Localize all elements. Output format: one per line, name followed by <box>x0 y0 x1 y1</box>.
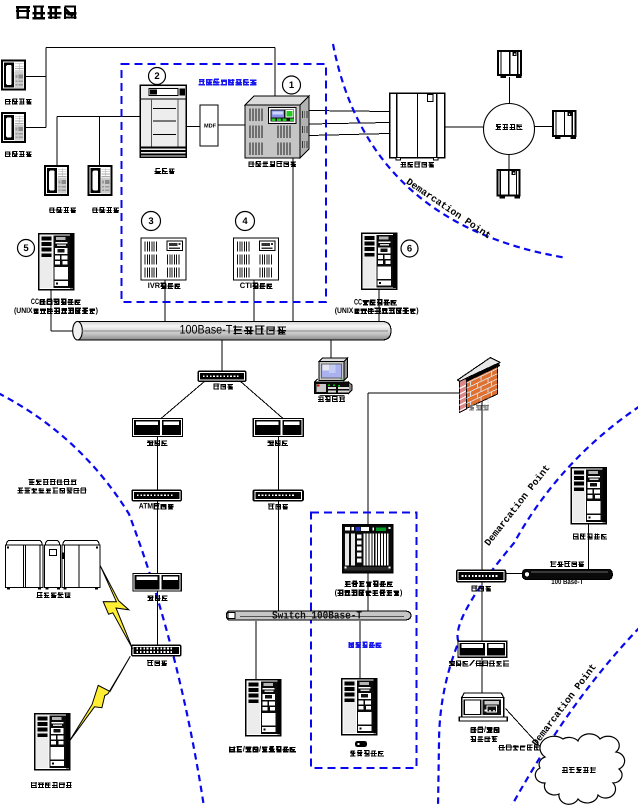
svg-text:MDF: MDF <box>204 124 217 130</box>
svg-text:/: / <box>469 659 478 668</box>
svg-text:IVR: IVR <box>148 281 161 290</box>
svg-text:4: 4 <box>242 216 248 227</box>
svg-text:(UNIX: (UNIX <box>335 306 354 315</box>
svg-text:CC: CC <box>31 297 39 306</box>
svg-text:): ) <box>400 588 403 597</box>
svg-text:CTI: CTI <box>240 281 252 290</box>
svg-text:ATM: ATM <box>139 502 153 511</box>
svg-text:): ) <box>416 306 419 315</box>
svg-text:(UNIX: (UNIX <box>14 306 33 315</box>
svg-text:2: 2 <box>154 71 159 82</box>
svg-text:CC: CC <box>354 298 362 307</box>
svg-text:/: / <box>243 745 246 754</box>
svg-text:3: 3 <box>148 216 153 227</box>
svg-text:(: ( <box>335 588 338 597</box>
svg-text:100 Base-T: 100 Base-T <box>551 578 584 586</box>
svg-text:): ) <box>96 306 99 315</box>
svg-text:5: 5 <box>23 243 29 254</box>
svg-text:6: 6 <box>407 244 412 255</box>
svg-text:100Base-T: 100Base-T <box>180 323 233 337</box>
svg-text:/: / <box>484 725 487 734</box>
svg-text:1: 1 <box>289 80 295 91</box>
svg-text:Switch 100Base-T: Switch 100Base-T <box>272 611 362 623</box>
svg-text:/: / <box>259 745 262 754</box>
